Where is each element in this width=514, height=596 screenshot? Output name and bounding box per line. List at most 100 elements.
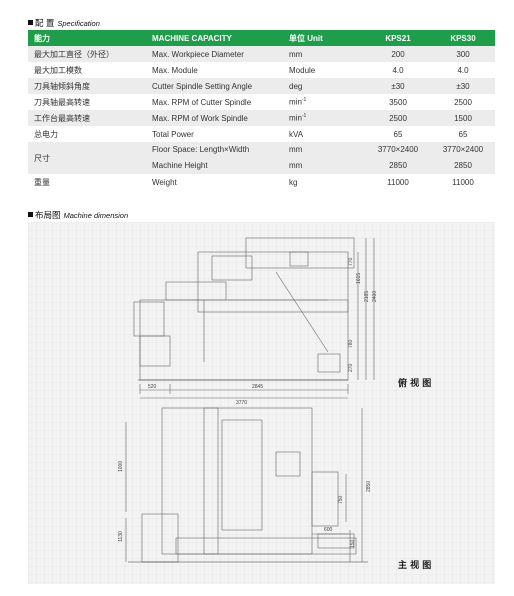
row-label-cn: 工作台最高转速	[28, 110, 146, 126]
row-value-kps30: 2850	[454, 161, 472, 170]
row-label-en: Max. Module	[146, 62, 283, 78]
dim-label-270: 270	[348, 363, 354, 372]
row-value-kps21: 200	[365, 46, 431, 62]
row-value-kps21: ±30	[365, 78, 431, 94]
unit-text: min	[289, 97, 302, 107]
spec-title-en: Specification	[57, 19, 100, 28]
front-view-base	[175, 537, 357, 555]
dim-label-3770: 3770	[236, 400, 247, 406]
drawing-grid	[28, 222, 495, 584]
dim-label-150: 150	[350, 539, 356, 548]
front-view-drawing	[125, 407, 368, 563]
row-value-kps21: 11000	[365, 174, 431, 190]
row-label-en: Max. RPM of Cutter Spindle	[146, 94, 283, 110]
table-row: 最大加工直径（外径） Max. Workpiece Diameter mm 20…	[28, 46, 495, 62]
top-view-inner-line	[275, 271, 329, 353]
row-value-kps30: 11000	[431, 174, 495, 190]
row-label-en: Cutter Spindle Setting Angle	[146, 78, 283, 94]
machine-dimension-drawing: 520 2845 3770 770 1615 2185 2400 780 270…	[28, 222, 495, 584]
dim-label-770: 770	[348, 257, 354, 266]
unit-superscript: -1	[301, 113, 307, 120]
row-label-floor-space: Floor Space: Length×Width	[152, 145, 250, 154]
row-value-kps21: 3500	[365, 94, 431, 110]
header-kps30: KPS30	[431, 30, 495, 46]
dim-label-2185: 2185	[364, 291, 370, 302]
row-unit: min-1	[283, 110, 365, 126]
bullet-square-icon	[28, 212, 33, 217]
front-view-window	[275, 451, 301, 477]
row-label-en: Weight	[146, 174, 283, 190]
spec-title-cn: 配 置	[35, 18, 55, 28]
row-unit: kg	[283, 174, 365, 190]
row-value-kps30: ±30	[431, 78, 495, 94]
row-label-machine-height: Machine Height	[152, 161, 208, 170]
row-label-en-pair: Floor Space: Length×Width Machine Height	[146, 142, 283, 174]
row-value-kps30: 4.0	[431, 62, 495, 78]
dim-label-2400: 2400	[372, 291, 378, 302]
row-value-kps21-pair: 3770×2400 2850	[365, 142, 431, 174]
table-row-size: 尺寸 Floor Space: Length×Width Machine Hei…	[28, 142, 495, 174]
top-view-label: 俯 视 图	[398, 377, 431, 389]
row-unit: min-1	[283, 94, 365, 110]
dim-label-780: 780	[348, 339, 354, 348]
unit-text: min	[289, 113, 302, 123]
dim-label-2845: 2845	[252, 384, 263, 390]
dim-label-520: 520	[148, 384, 157, 390]
row-label-cn: 刀具轴倾斜角度	[28, 78, 146, 94]
row-unit: mm	[283, 46, 365, 62]
row-value-kps21: 3770×2400	[377, 145, 419, 154]
top-view-column	[165, 281, 227, 301]
top-view-cabinet	[139, 335, 171, 367]
header-unit: 单位 Unit	[283, 30, 365, 46]
row-label-cn: 刀具轴最高转速	[28, 94, 146, 110]
front-view-work-area	[221, 419, 263, 531]
table-row: 最大加工模数 Max. Module Module 4.0 4.0	[28, 62, 495, 78]
unit-superscript: -1	[301, 97, 307, 104]
dim-label-2850: 2850	[366, 481, 372, 492]
top-view-rear-unit	[245, 237, 355, 269]
header-kps21: KPS21	[365, 30, 431, 46]
dim-label-600: 600	[324, 527, 333, 533]
table-row: 刀具轴最高转速 Max. RPM of Cutter Spindle min-1…	[28, 94, 495, 110]
bullet-square-icon	[28, 20, 33, 25]
dim-label-1130: 1130	[118, 531, 124, 542]
row-label-cn: 最大加工直径（外径）	[28, 46, 146, 62]
row-label-cn: 最大加工模数	[28, 62, 146, 78]
row-value-kps21: 2500	[365, 110, 431, 126]
row-label-cn: 总电力	[28, 126, 146, 142]
table-row: 工作台最高转速 Max. RPM of Work Spindle min-1 2…	[28, 110, 495, 126]
row-label-en: Max. RPM of Work Spindle	[146, 110, 283, 126]
spec-header-row: 能力 MACHINE CAPACITY 单位 Unit KPS21 KPS30	[28, 30, 495, 46]
top-view-drawing	[133, 237, 375, 399]
row-label-cn: 重量	[28, 174, 146, 190]
dim-label-1000: 1000	[118, 461, 124, 472]
header-capacity-cn: 能力	[28, 30, 146, 46]
row-label-cn: 尺寸	[28, 142, 146, 174]
row-unit: kVA	[283, 126, 365, 142]
row-value-kps21: 4.0	[365, 62, 431, 78]
row-value-kps30: 3770×2400	[442, 145, 484, 154]
layout-title-en: Machine dimension	[63, 211, 129, 220]
top-view-motor-box	[289, 251, 309, 267]
row-value-kps30-pair: 3770×2400 2850	[431, 142, 495, 174]
row-unit: mm	[289, 145, 303, 154]
row-unit: deg	[283, 78, 365, 94]
row-unit: mm	[289, 161, 303, 170]
spec-table: 能力 MACHINE CAPACITY 单位 Unit KPS21 KPS30 …	[28, 30, 495, 190]
row-label-en: Max. Workpiece Diameter	[146, 46, 283, 62]
table-row: 重量 Weight kg 11000 11000	[28, 174, 495, 190]
header-capacity-en: MACHINE CAPACITY	[146, 30, 283, 46]
row-value-kps30: 65	[431, 126, 495, 142]
row-value-kps21: 65	[365, 126, 431, 142]
top-view-chip-box	[317, 353, 341, 373]
dim-label-1615: 1615	[356, 273, 362, 284]
row-value-kps30: 300	[431, 46, 495, 62]
row-value-kps30: 2500	[431, 94, 495, 110]
row-value-kps21: 2850	[389, 161, 407, 170]
row-unit: Module	[283, 62, 365, 78]
dim-label-750: 750	[338, 495, 344, 504]
row-unit-pair: mm mm	[283, 142, 365, 174]
row-label-en: Total Power	[146, 126, 283, 142]
